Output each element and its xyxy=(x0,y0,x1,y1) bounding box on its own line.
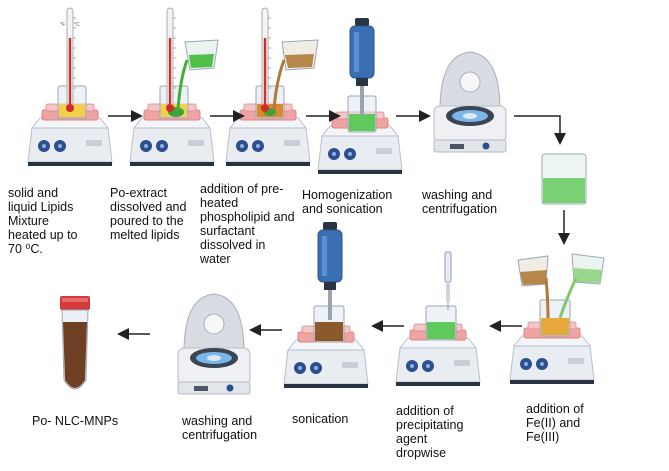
step-6-label: addition of Fe(II) and Fe(III) xyxy=(526,402,584,444)
step-10-label: Po- NLC-MNPs xyxy=(32,414,119,428)
arrow-5-beaker xyxy=(514,115,566,145)
step-7-setup xyxy=(395,251,481,387)
step-4-setup xyxy=(317,17,403,175)
step-2-setup xyxy=(129,7,219,167)
step-8-label: sonication xyxy=(292,412,349,426)
step-8-setup xyxy=(283,221,369,389)
step-5-setup xyxy=(433,51,507,153)
step-1-setup: °F °C xyxy=(27,7,113,167)
step-5-label: washing and centrifugation xyxy=(422,188,498,216)
step-3-setup xyxy=(225,7,319,167)
final-tube xyxy=(60,296,90,390)
thermo-f-label: °F xyxy=(60,22,65,28)
step-1-label: solid and liquid Lipids Mixture heated u… xyxy=(8,186,78,256)
step-7-label: addition of precipitating agent dropwise xyxy=(396,404,464,460)
flow-arrows xyxy=(108,110,570,340)
step-2-label: Po-extract dissolved and poured to the m… xyxy=(110,186,187,242)
step-3-label: addition of pre- heated phospholipid and… xyxy=(200,182,295,266)
step-4-label: Homogenization and sonication xyxy=(302,188,393,216)
step-6-setup xyxy=(509,253,605,385)
thermo-c-label: °C xyxy=(74,22,80,28)
step-9-setup xyxy=(177,293,251,395)
step-9-label: washing and centrifugation xyxy=(182,414,258,442)
green-beaker xyxy=(541,153,587,205)
